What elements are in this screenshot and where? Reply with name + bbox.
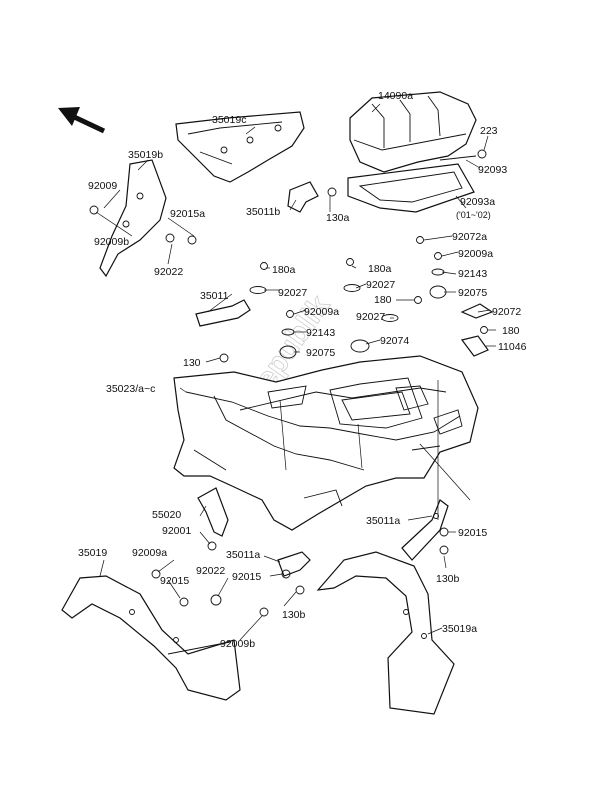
clip-11046 bbox=[460, 335, 489, 357]
label-223: 223 bbox=[480, 125, 498, 137]
fasteners bbox=[89, 149, 488, 617]
label-180a-2: 180a bbox=[368, 263, 392, 275]
leader-lines bbox=[95, 103, 496, 641]
label-55020: 55020 bbox=[152, 509, 181, 521]
label-92075-mid: 92075 bbox=[306, 347, 335, 359]
label-92143-right: 92143 bbox=[458, 268, 487, 280]
label-92074: 92074 bbox=[380, 335, 409, 347]
label-92093a: 92093a bbox=[460, 196, 495, 208]
label-92009b-bottom: 92009b bbox=[220, 638, 255, 650]
label-35019b: 35019b bbox=[128, 149, 163, 161]
label-35023: 35023/a~c bbox=[106, 383, 155, 395]
label-35011a-bottom: 35011a bbox=[226, 549, 260, 561]
label-92027-1: 92027 bbox=[278, 287, 307, 299]
label-92022-bottom: 92022 bbox=[196, 565, 225, 577]
cover-14090a bbox=[349, 91, 477, 173]
label-130b-right: 130b bbox=[436, 573, 460, 585]
label-130a: 130a bbox=[326, 212, 350, 224]
label-180-1: 180 bbox=[374, 294, 392, 306]
label-92001: 92001 bbox=[162, 525, 191, 537]
label-92027-3: 92027 bbox=[356, 311, 385, 323]
label-92015a: 92015a bbox=[170, 208, 205, 220]
flap-plate-55020 bbox=[197, 487, 229, 537]
label-92015-bottom-1: 92015 bbox=[160, 575, 189, 587]
label-35011: 35011 bbox=[200, 290, 229, 302]
front-direction-arrow-icon bbox=[58, 107, 106, 134]
label-35019c: 35019c bbox=[212, 114, 246, 126]
label-92143-mid: 92143 bbox=[306, 327, 335, 339]
seal-92093 bbox=[439, 155, 477, 161]
callout-labels: 35019c 14090a 223 35019b 92093 92009 350… bbox=[78, 90, 527, 650]
label-180a-1: 180a bbox=[272, 264, 296, 276]
bracket-35011a-right bbox=[401, 499, 449, 561]
label-92015-right: 92015 bbox=[458, 527, 487, 539]
label-130: 130 bbox=[183, 357, 201, 369]
label-180-2: 180 bbox=[502, 325, 520, 337]
label-35011b: 35011b bbox=[246, 206, 280, 218]
label-92072: 92072 bbox=[492, 306, 521, 318]
label-92009b-top: 92009b bbox=[94, 236, 129, 248]
plate-92072 bbox=[460, 303, 494, 319]
label-92027-2: 92027 bbox=[366, 279, 395, 291]
label-92009a-mid: 92009a bbox=[304, 306, 339, 318]
label-35019a: 35019a bbox=[442, 623, 477, 635]
label-92093a-note: ('01~'02) bbox=[456, 210, 491, 220]
side-guard-35019b bbox=[99, 159, 167, 278]
label-92015-bottom-2: 92015 bbox=[232, 571, 261, 583]
mud-flap-35019a bbox=[316, 551, 455, 715]
label-92009a-bottom: 92009a bbox=[132, 547, 167, 559]
rear-fender-35023 bbox=[173, 355, 479, 531]
label-11046: 11046 bbox=[498, 341, 527, 353]
label-130b-bottom: 130b bbox=[282, 609, 306, 621]
label-92022-top: 92022 bbox=[154, 266, 183, 278]
heat-guard-35019c bbox=[175, 111, 305, 183]
label-92072a: 92072a bbox=[452, 231, 487, 243]
label-92093: 92093 bbox=[478, 164, 507, 176]
bracket-35011 bbox=[195, 299, 251, 327]
gasket-92093a bbox=[347, 163, 475, 213]
label-35019: 35019 bbox=[78, 547, 107, 559]
bracket-35011b bbox=[287, 181, 319, 213]
label-92009-top: 92009 bbox=[88, 180, 117, 192]
label-35011a: 35011a bbox=[366, 515, 400, 527]
label-92075-right: 92075 bbox=[458, 287, 487, 299]
label-14090a: 14090a bbox=[378, 90, 413, 102]
mud-flap-35019 bbox=[61, 575, 241, 701]
label-92009a-right: 92009a bbox=[458, 248, 493, 260]
